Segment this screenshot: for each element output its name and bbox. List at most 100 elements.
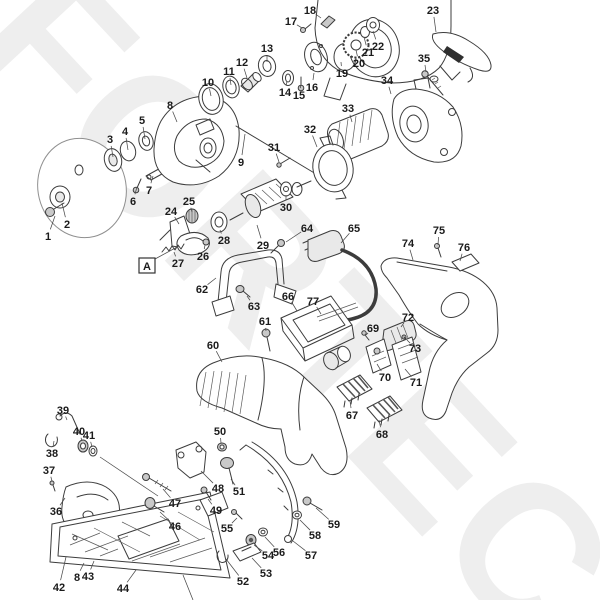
- nut-40: [77, 439, 89, 453]
- leader-line-5-4: [142, 126, 146, 140]
- leader-line-1-0: [49, 215, 56, 230]
- part-label-4-3: 4: [122, 126, 129, 138]
- part-label-9-8: 9: [238, 157, 244, 169]
- leader-line-72-71: [400, 322, 405, 328]
- leader-line-53-52: [251, 557, 262, 569]
- leader-line-36-35: [59, 497, 66, 506]
- part-label-6-5: 6: [130, 196, 136, 208]
- leader-line-40-39: [80, 437, 83, 442]
- bolt-59: [302, 496, 323, 511]
- part-label-47-46: 47: [169, 498, 181, 510]
- leader-line-16-15: [312, 72, 315, 81]
- leader-line-70-69: [376, 363, 382, 372]
- accessory-box-66: [280, 295, 359, 371]
- washer-56: [258, 527, 268, 537]
- part-label-60-59: 60: [207, 340, 219, 352]
- part-label-53-52: 53: [260, 568, 272, 580]
- leader-line-66-65: [291, 301, 298, 312]
- part-label-69-68: 69: [367, 323, 379, 335]
- part-label-21-20: 21: [362, 47, 374, 59]
- screw-15: [297, 76, 305, 92]
- part-label-12-11: 12: [236, 57, 248, 69]
- screw-75: [434, 243, 442, 258]
- leader-line-7-6: [150, 175, 154, 184]
- part-label-19-18: 19: [336, 68, 348, 80]
- leader-line-27-26: [173, 251, 176, 257]
- part-label-31-30: 31: [268, 142, 280, 154]
- armature-29: [229, 178, 312, 221]
- leader-line-58-57: [299, 519, 311, 531]
- spindle-12: [240, 72, 262, 93]
- part-label-33-32: 33: [342, 103, 354, 115]
- leader-line-54-53: [253, 544, 263, 552]
- section-marker-a: A: [138, 245, 180, 274]
- nut-58: [292, 510, 302, 520]
- screw-35: [421, 70, 444, 96]
- screw-17: [300, 23, 312, 33]
- part-label-75-74: 75: [433, 225, 445, 237]
- part-label-25-24: 25: [183, 196, 195, 208]
- leader-line-44-44: [126, 569, 137, 583]
- leader-line-63-62: [246, 295, 251, 301]
- part-label-32-31: 32: [304, 124, 316, 136]
- pin-55: [231, 509, 243, 520]
- part-label-15-14: 15: [293, 90, 305, 102]
- part-label-43-43: 43: [82, 571, 94, 583]
- leader-line-31-30: [275, 153, 280, 163]
- gear-20: [342, 31, 370, 59]
- name-plate-76: [451, 253, 480, 272]
- part-label-1-0: 1: [45, 231, 51, 243]
- part-label-63-62: 63: [248, 301, 260, 313]
- leader-line-49-48: [207, 498, 213, 505]
- leader-line-15-14: [299, 83, 302, 89]
- part-label-49-48: 49: [210, 505, 222, 517]
- part-label-5-4: 5: [139, 115, 145, 127]
- roller-18: [320, 15, 336, 29]
- part-label-70-69: 70: [379, 372, 391, 384]
- part-label-61-60: 61: [259, 316, 271, 328]
- part-label-7-6: 7: [146, 185, 152, 197]
- leader-line-65-64: [340, 233, 350, 244]
- leader-line-73-72: [406, 339, 411, 344]
- part-label-55-54: 55: [221, 523, 233, 535]
- part-label-42-41: 42: [53, 582, 65, 594]
- screw-64: [270, 239, 285, 254]
- leader-line-64-63: [285, 231, 302, 243]
- leader-line-52-51: [225, 558, 240, 576]
- leader-line-9-8: [241, 133, 246, 156]
- ring-10: [198, 83, 224, 115]
- depth-bar-57: [239, 441, 299, 544]
- screw-49: [200, 486, 212, 501]
- clamp-53: [232, 542, 262, 562]
- leader-line-43-43: [90, 560, 95, 570]
- leader-line-39-38: [65, 416, 68, 421]
- leader-line-8-42: [79, 562, 85, 571]
- leader-line-71-70: [404, 368, 412, 377]
- leader-line-34-33: [388, 86, 392, 95]
- leader-line-46-45: [159, 511, 171, 522]
- part-label-34-33: 34: [381, 75, 394, 87]
- part-label-65-64: 65: [348, 223, 360, 235]
- leader-line-32-31: [312, 135, 318, 148]
- leader-line-2-1: [61, 202, 66, 218]
- leader-line-74-73: [409, 249, 414, 261]
- part-label-67-66: 67: [346, 410, 358, 422]
- part-label-71-70: 71: [410, 377, 422, 389]
- terminal-block-67: [336, 374, 373, 408]
- part-label-20-19: 20: [353, 58, 365, 70]
- leader-line-25-24: [190, 207, 193, 213]
- screw-63: [235, 285, 251, 298]
- leader-line-20-19: [355, 49, 358, 57]
- clip-52: [216, 550, 229, 563]
- part-label-29-28: 29: [257, 240, 269, 252]
- ring-11: [222, 75, 240, 99]
- leader-line-67-66: [349, 400, 352, 409]
- part-label-56-55: 56: [273, 547, 285, 559]
- part-label-16-15: 16: [306, 82, 318, 94]
- leader-line-6-5: [134, 186, 138, 195]
- screw-31: [276, 157, 291, 168]
- part-label-26-25: 26: [197, 251, 209, 263]
- part-label-74-73: 74: [402, 238, 415, 250]
- part-label-64-63: 64: [301, 223, 314, 235]
